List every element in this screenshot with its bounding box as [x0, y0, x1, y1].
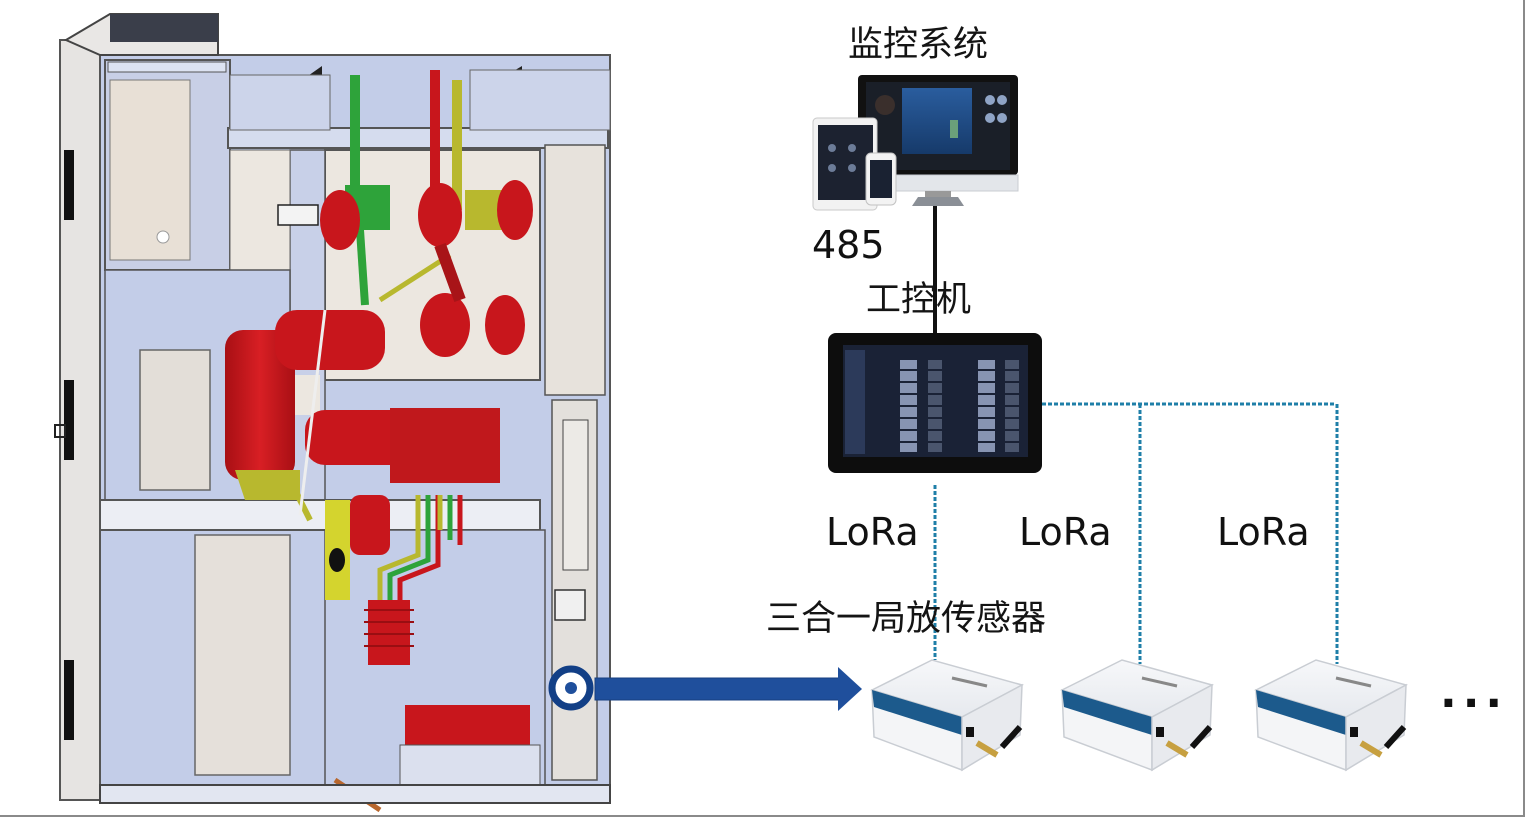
lora-label-3: LoRa [1217, 510, 1310, 554]
sensor-2 [1059, 659, 1215, 772]
lora-label-1: LoRa [826, 510, 919, 554]
bus-bar-green [350, 75, 360, 205]
flow-arrow [594, 667, 862, 711]
bus-bar-yellow [452, 80, 462, 210]
monitoring-system-devices [812, 75, 1019, 211]
insulator [418, 183, 462, 247]
breaker-pole [225, 330, 295, 480]
sensor-location-marker [548, 665, 594, 711]
lora-label-2: LoRa [1019, 510, 1112, 554]
door-handle [64, 380, 74, 460]
industrial-pc [828, 333, 1042, 473]
industrial-pc-label: 工控机 [866, 280, 972, 320]
sensor-label: 三合一局放传感器 [766, 599, 1047, 639]
insulator [320, 190, 360, 250]
current-transformer [405, 705, 530, 745]
more-sensors-ellipsis: ··· [1440, 678, 1509, 729]
monitoring-system-label: 监控系统 [848, 25, 989, 65]
lora-network [933, 402, 1339, 664]
sensor-1 [869, 659, 1025, 772]
insulator [497, 180, 533, 240]
insulator [485, 295, 525, 355]
door-handle [64, 660, 74, 740]
rs485-label: 485 [812, 223, 885, 267]
insulator [420, 293, 470, 357]
sensor-3 [1253, 659, 1409, 772]
door-handle [64, 150, 74, 220]
switchgear-cabinet [54, 13, 611, 813]
bus-bar-red [430, 70, 440, 210]
